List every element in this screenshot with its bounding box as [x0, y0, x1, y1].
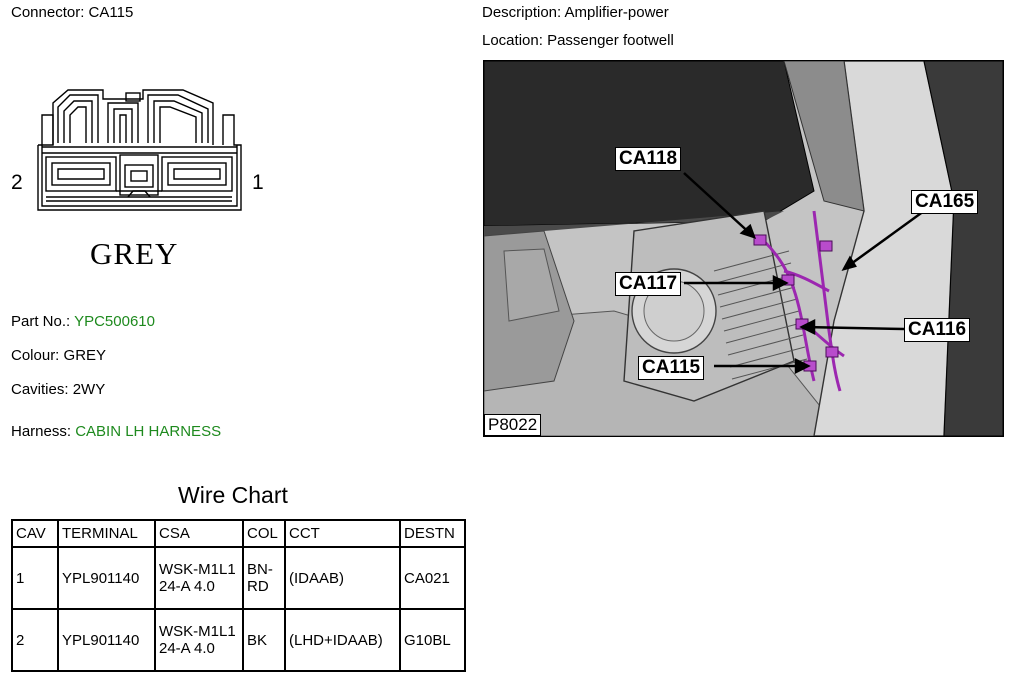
harness-link[interactable]: CABIN LH HARNESS [75, 423, 222, 440]
header-cav: CAV [11, 519, 59, 548]
cell-cct: (IDAAB) [284, 546, 401, 610]
location-label: Location: [482, 32, 543, 49]
colour-value: GREY [63, 347, 107, 364]
footwell-illustration [484, 61, 1003, 436]
callout-ca165: CA165 [911, 190, 979, 214]
cell-terminal: YPL901140 [57, 546, 156, 610]
colour-line: Colour: GREY [11, 347, 106, 364]
description-value: Amplifier-power [564, 4, 669, 21]
callout-ca115: CA115 [638, 356, 705, 380]
cell-col: BK [242, 608, 286, 672]
cell-destn: CA021 [399, 546, 466, 610]
header-cct: CCT [284, 519, 401, 548]
connector-label: Connector: [11, 4, 85, 21]
callout-ca118: CA118 [615, 147, 682, 171]
cell-csa: WSK-M1L124-A 4.0 [154, 608, 244, 672]
photo-id-label: P8022 [484, 414, 542, 436]
cell-cav: 2 [11, 608, 59, 672]
description-line: Description: Amplifier-power [482, 4, 669, 21]
cell-destn: G10BL [399, 608, 466, 672]
table-header-row: CAV TERMINAL CSA COL CCT DESTN [11, 519, 466, 548]
harness-line: Harness: CABIN LH HARNESS [11, 423, 221, 440]
header-destn: DESTN [399, 519, 466, 548]
cell-cav: 1 [11, 546, 59, 610]
cell-col: BN-RD [242, 546, 286, 610]
cell-cct: (LHD+IDAAB) [284, 608, 401, 672]
header-terminal: TERMINAL [57, 519, 156, 548]
connector-colour-caption: GREY [90, 236, 179, 271]
table-row: 2 YPL901140 WSK-M1L124-A 4.0 BK (LHD+IDA… [11, 608, 466, 672]
cell-terminal: YPL901140 [57, 608, 156, 672]
colour-label: Colour: [11, 347, 60, 364]
harness-label: Harness: [11, 423, 72, 440]
callout-ca116: CA116 [904, 318, 971, 342]
part-number-label: Part No.: [11, 313, 71, 330]
connector-outline-icon [37, 89, 242, 211]
callout-ca117: CA117 [615, 272, 682, 296]
header-csa: CSA [154, 519, 244, 548]
part-number-link[interactable]: YPC500610 [74, 313, 155, 330]
connector-heading: Connector: CA115 [11, 4, 133, 21]
pin-number-left: 2 [11, 171, 23, 194]
connector-value: CA115 [88, 4, 134, 21]
cavities-value: 2WY [72, 381, 106, 398]
connector-face-diagram: 2 1 [8, 85, 270, 215]
table-row: 1 YPL901140 WSK-M1L124-A 4.0 BN-RD (IDAA… [11, 546, 466, 610]
cavities-line: Cavities: 2WY [11, 381, 105, 398]
cavities-label: Cavities: [11, 381, 69, 398]
wire-chart-table: CAV TERMINAL CSA COL CCT DESTN 1 YPL9011… [11, 519, 466, 672]
location-photo: CA118 CA165 CA117 CA116 CA115 P8022 [483, 60, 1004, 437]
cell-csa: WSK-M1L124-A 4.0 [154, 546, 244, 610]
pin-number-right: 1 [252, 171, 264, 194]
location-line: Location: Passenger footwell [482, 32, 674, 49]
description-label: Description: [482, 4, 562, 21]
part-number-line: Part No.: YPC500610 [11, 313, 155, 330]
wire-chart-title: Wire Chart [178, 482, 288, 508]
header-col: COL [242, 519, 286, 548]
location-value: Passenger footwell [547, 32, 674, 49]
